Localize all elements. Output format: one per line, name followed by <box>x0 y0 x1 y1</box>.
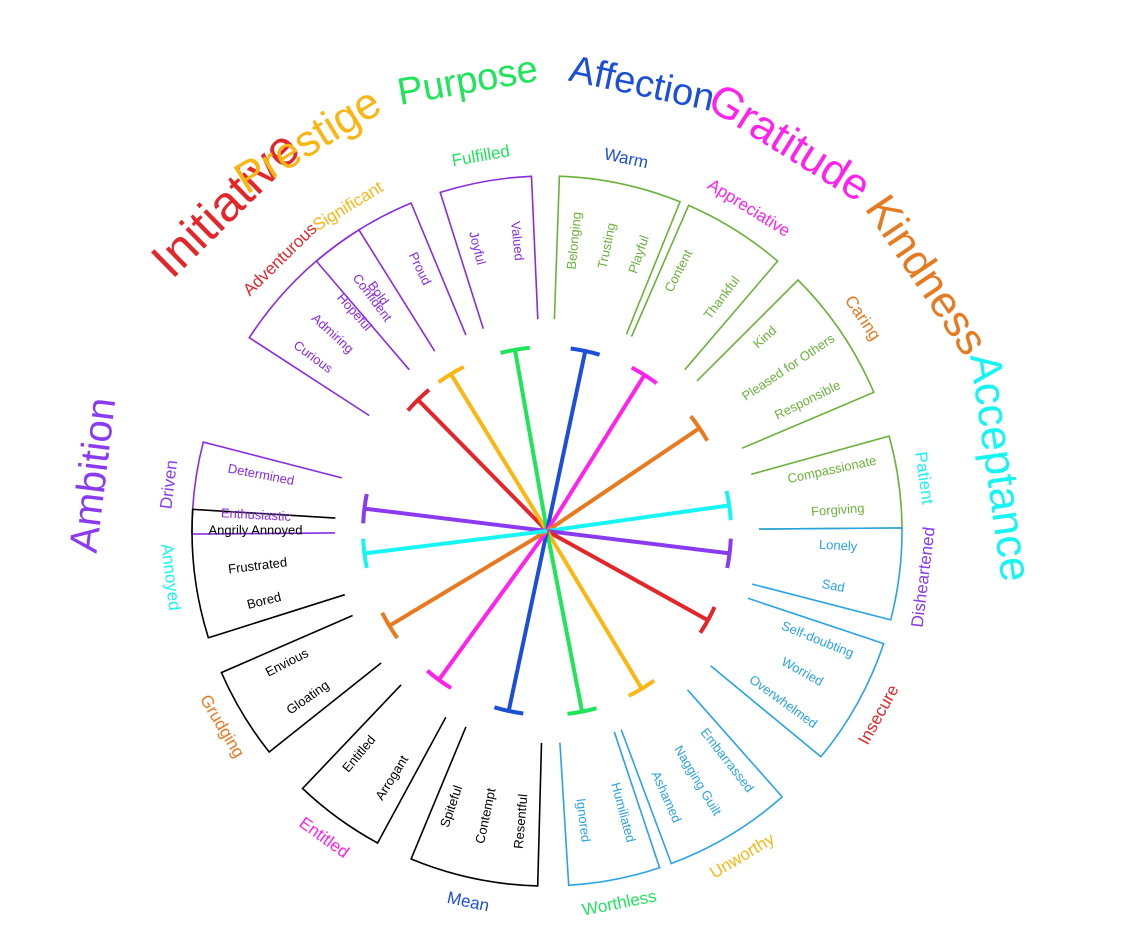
worthless-emotion-label: Worthless <box>581 886 659 919</box>
disheartened-tick <box>725 538 733 569</box>
labels-layer: CuriousAdmiringHopefulBoldAdventurousIni… <box>62 48 1041 920</box>
ambition-category-label: Ambition <box>62 395 125 555</box>
entitled-word-box <box>301 684 447 845</box>
insecure-tick <box>698 606 717 634</box>
grudging-word-box <box>220 614 382 754</box>
grudging-word: Envious <box>263 645 311 680</box>
unworthy-word-box <box>620 689 784 865</box>
annoyed-emotion-label: Annoyed <box>157 543 184 612</box>
initiative-word: Curious <box>291 337 336 376</box>
affection-tick <box>570 346 601 357</box>
acceptance-word: Forgiving <box>811 500 865 519</box>
disheartened-word-box <box>751 527 903 621</box>
insecure-word: Worried <box>779 654 826 689</box>
unworthy-emotion-label: Unworthy <box>707 829 779 883</box>
affection-emotion-label: Warm <box>602 144 650 172</box>
affection-word: Playful <box>625 233 652 275</box>
mean-tick <box>493 705 524 716</box>
purpose-category-label: Purpose <box>394 48 541 114</box>
ambition-tick <box>361 493 369 524</box>
boxes-layer <box>191 175 903 887</box>
purpose-tick <box>500 345 530 355</box>
annoyed-word: Frustrated <box>227 554 288 576</box>
gratitude-word: Content <box>661 247 695 295</box>
mean-word: Resentful <box>511 793 531 849</box>
annoyed-word-box <box>191 508 346 639</box>
grudging-tick <box>380 611 400 640</box>
insecure-emotion-label: Insecure <box>854 682 902 748</box>
acceptance-spoke <box>546 503 730 533</box>
acceptance-emotion-label: Patient <box>911 450 937 505</box>
mean-emotion-label: Mean <box>445 888 491 915</box>
prestige-word-box <box>315 201 467 371</box>
unworthy-tick <box>627 678 656 698</box>
entitled-word: Entitled <box>339 732 378 775</box>
annoyed-word: Angrily Annoyed <box>209 522 303 537</box>
kindness-tick <box>689 414 710 442</box>
purpose-word: Joyful <box>466 230 489 267</box>
prestige-spoke <box>449 373 549 533</box>
initiative-spoke <box>416 398 549 533</box>
affection-spoke <box>545 350 588 532</box>
mean-word: Spiteful <box>437 783 465 829</box>
kindness-word: Responsible <box>772 377 843 422</box>
initiative-emotion-label: Adventurous <box>239 219 320 299</box>
gratitude-spoke <box>545 373 647 533</box>
annoyed-word: Bored <box>245 589 282 612</box>
entitled-word: Arrogant <box>372 752 411 803</box>
kindness-word-box <box>696 278 875 449</box>
ambition-spoke <box>364 506 548 533</box>
grudging-word: Gloating <box>283 677 331 717</box>
insecure-spoke <box>546 529 709 622</box>
prestige-emotion-label: Significant <box>310 177 387 234</box>
worthless-word-box <box>559 731 661 887</box>
worthless-tick <box>567 706 598 716</box>
initiative-tick <box>406 388 431 412</box>
disheartened-word: Sad <box>821 576 847 595</box>
affection-category-label: Affection <box>566 48 719 120</box>
gratitude-emotion-label: Appreciative <box>704 175 793 241</box>
ambition-word: Determined <box>227 461 296 489</box>
purpose-emotion-label: Fulfilled <box>450 141 511 170</box>
annoyed-tick <box>361 538 369 569</box>
prestige-tick <box>437 365 465 384</box>
kindness-spoke <box>545 426 701 533</box>
purpose-spoke <box>513 349 549 532</box>
acceptance-word: Compassionate <box>786 453 877 486</box>
prestige-word: Proud <box>406 250 435 288</box>
worthless-spoke <box>545 530 585 712</box>
acceptance-category-label: Acceptance <box>960 350 1041 585</box>
mean-word: Contempt <box>472 786 498 845</box>
unworthy-spoke <box>545 529 644 690</box>
worthless-word: Ignored <box>573 797 593 843</box>
affection-word: Trusting <box>594 221 618 270</box>
mean-spoke <box>506 530 549 712</box>
ambition-emotion-label: Driven <box>156 459 181 510</box>
entitled-emotion-label: Entitled <box>296 813 353 862</box>
ambition-word: Enthusiastic <box>221 505 292 524</box>
grudging-emotion-label: Grudging <box>196 691 248 761</box>
mean-word-box <box>410 726 543 887</box>
gratitude-word-box <box>630 204 779 371</box>
entitled-tick <box>425 669 453 690</box>
disheartened-word: Lonely <box>819 537 859 554</box>
spokes-layer <box>361 345 733 716</box>
grudging-spoke <box>388 529 549 628</box>
purpose-word-box <box>439 175 539 330</box>
gratitude-word: Thankful <box>701 273 743 322</box>
disheartened-spoke <box>546 529 730 556</box>
acceptance-tick <box>724 490 733 521</box>
affection-word: Belonging <box>564 211 584 270</box>
annoyed-spoke <box>364 529 548 556</box>
insecure-word: Self-doubting <box>779 618 856 661</box>
kindness-emotion-label: Caring <box>841 292 885 344</box>
entitled-spoke <box>437 529 549 682</box>
kindness-word: Kind <box>750 323 779 351</box>
affection-word-box <box>553 175 682 335</box>
insecure-word-box <box>710 597 885 758</box>
disheartened-emotion-label: Disheartened <box>908 526 939 629</box>
purpose-word: Valued <box>508 221 527 262</box>
gratitude-tick <box>630 365 658 385</box>
